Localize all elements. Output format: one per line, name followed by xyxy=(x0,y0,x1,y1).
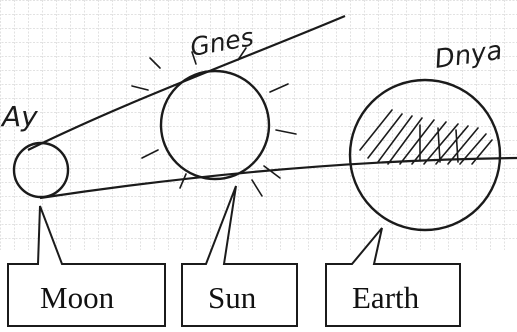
earth-label: Earth xyxy=(352,280,420,315)
moon-handwritten-note: Ay xyxy=(0,100,38,133)
graph-paper xyxy=(0,0,517,250)
sun-label: Sun xyxy=(208,280,257,315)
moon-label: Moon xyxy=(40,280,115,315)
